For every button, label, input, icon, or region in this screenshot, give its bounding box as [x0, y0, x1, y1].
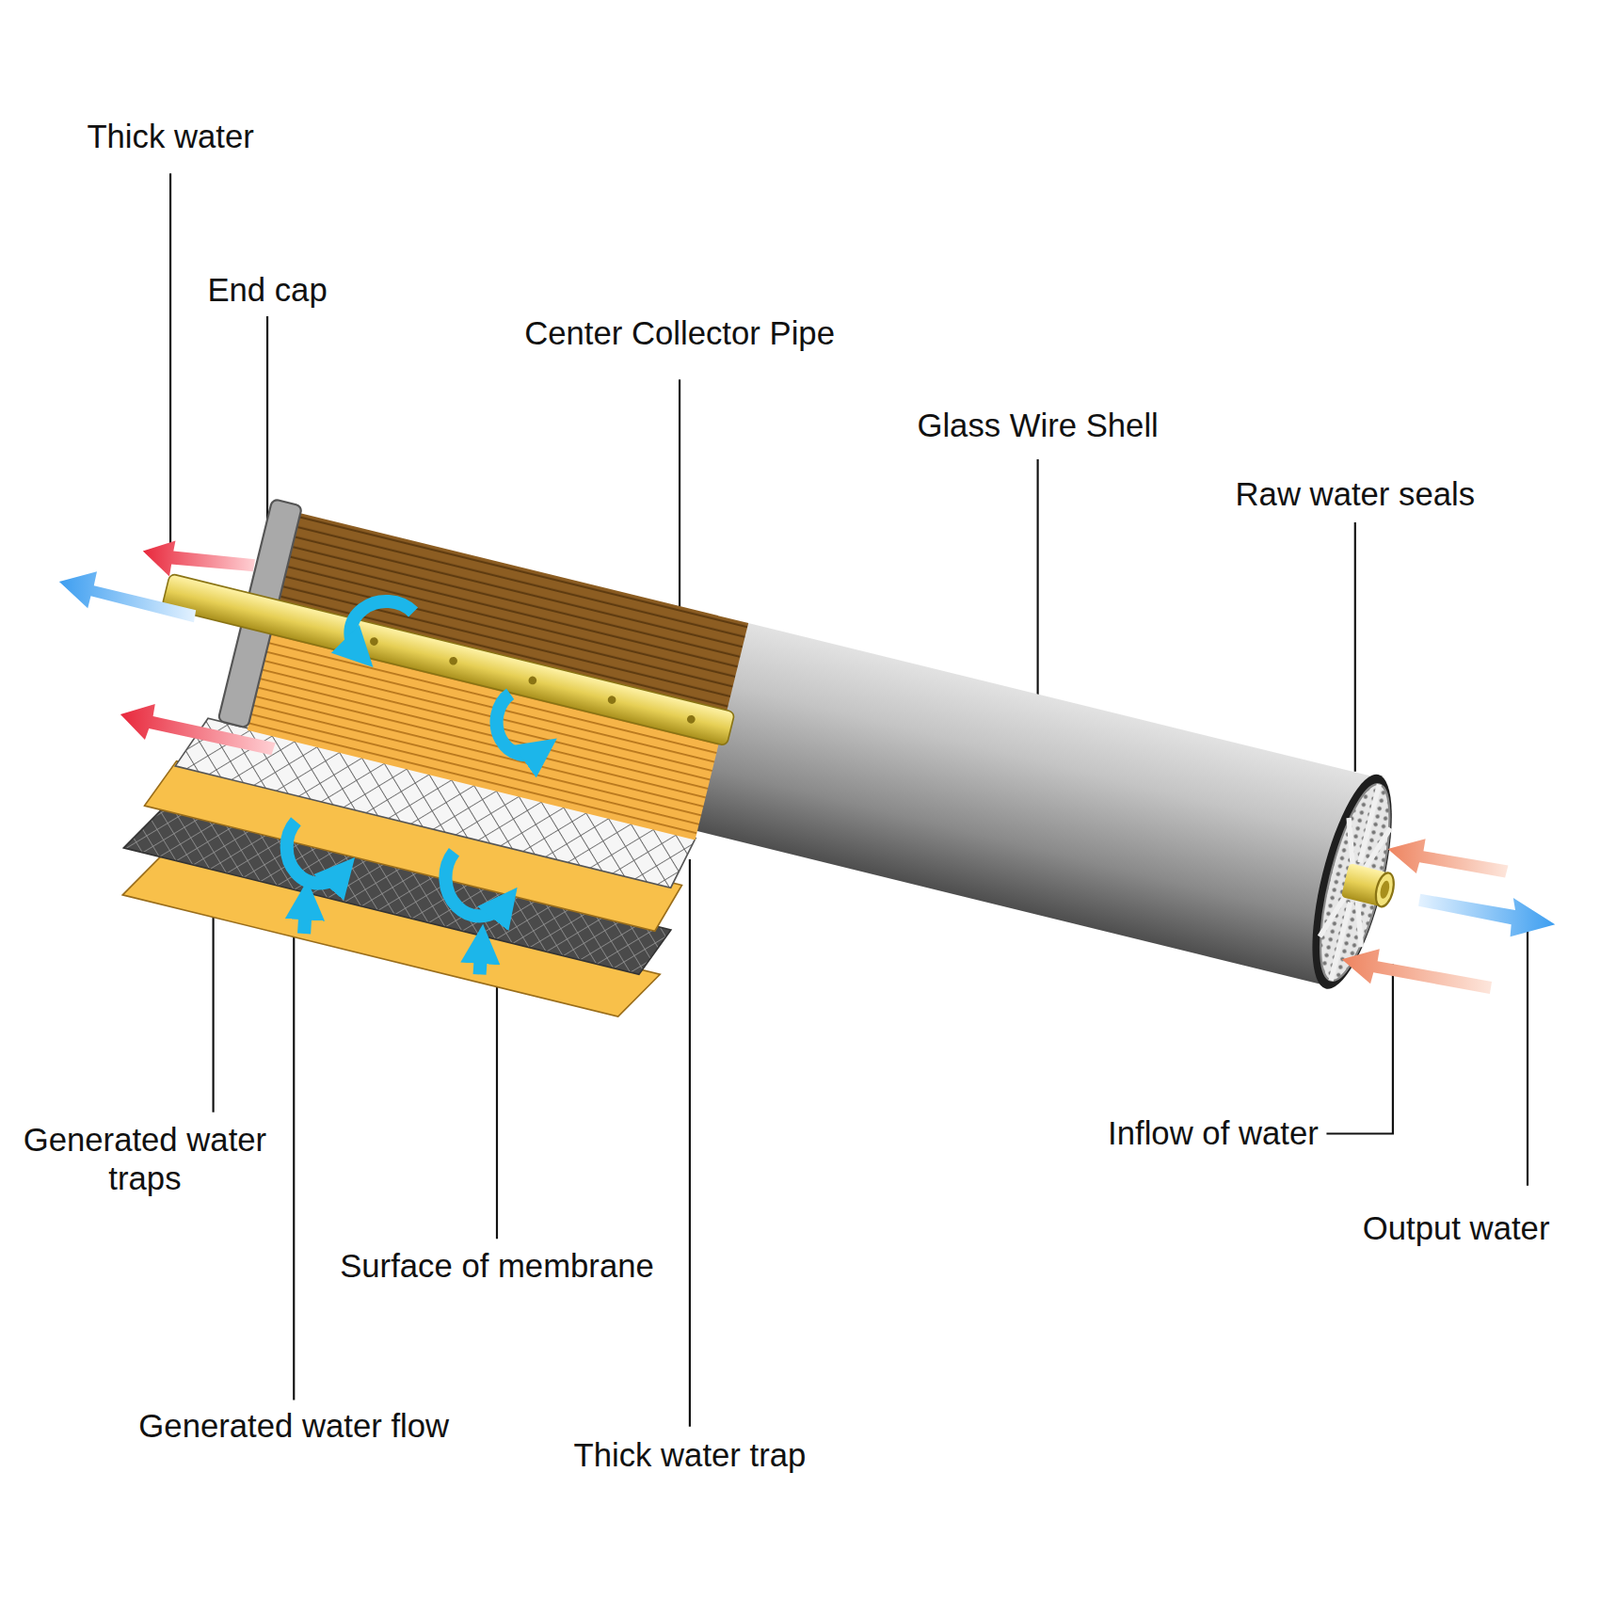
membrane-element	[93, 479, 1421, 1189]
callout-label: End cap	[207, 270, 327, 309]
callout-label: Generated water traps	[16, 1120, 272, 1198]
callout-label: Thick water	[86, 117, 254, 157]
callout-label: Output water	[1362, 1209, 1551, 1248]
leader-lines	[170, 173, 1528, 1426]
callout-label: Surface of membrane	[339, 1247, 655, 1286]
callout-label: Inflow of water	[1107, 1114, 1319, 1153]
flow-swirls	[287, 601, 542, 975]
callout-label: Generated water flow	[138, 1406, 449, 1445]
flow-arrows	[59, 541, 1555, 994]
callout-label: Thick water trap	[574, 1435, 807, 1474]
callout-label: Center Collector Pipe	[524, 314, 835, 353]
callout-label: Raw water seals	[1235, 474, 1476, 513]
callout-label: Glass Wire Shell	[916, 406, 1158, 446]
